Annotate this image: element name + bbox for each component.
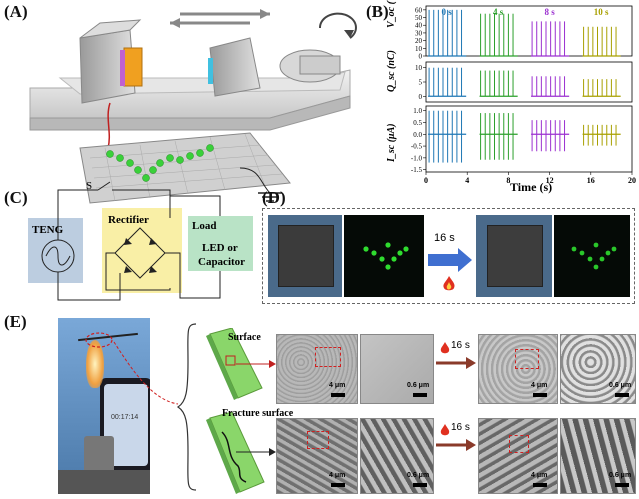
y-tick-label: 60 bbox=[415, 6, 423, 14]
time-label-e1: 16 s bbox=[451, 340, 470, 351]
panel-d-frame bbox=[262, 208, 635, 304]
fabric-photo-before bbox=[268, 215, 342, 297]
fabric-photo-after bbox=[476, 215, 552, 297]
y-tick-label: 40 bbox=[415, 22, 423, 30]
capacitor-label: Capacitor bbox=[198, 256, 246, 268]
x-tick-label: 20 bbox=[628, 176, 636, 185]
panel-c-label: (C) bbox=[4, 188, 28, 207]
x-tick-label: 8 bbox=[506, 176, 510, 185]
sem-surface-after-06um: 0.6 μm bbox=[560, 334, 636, 404]
scale-06um-4: 0.6 μm bbox=[609, 472, 632, 479]
led-label: LED or bbox=[202, 242, 238, 254]
sem-fracture-after-4um: 4 μm bbox=[478, 418, 558, 494]
y-tick-label: 20 bbox=[415, 37, 423, 45]
scale-4um-3: 4 μm bbox=[329, 472, 346, 479]
y-tick-label: 10 bbox=[415, 64, 423, 72]
qsc-axis-label: Q_sc (nC) bbox=[386, 50, 397, 92]
y-tick-label: 0.0 bbox=[413, 131, 422, 139]
led-photo-before bbox=[344, 215, 424, 297]
y-tick-label: -0.5 bbox=[411, 143, 423, 151]
x-tick-label: 12 bbox=[546, 176, 554, 185]
scale-4um-2: 4 μm bbox=[531, 382, 548, 389]
time-axis-label: Time (s) bbox=[510, 180, 553, 194]
sem-fracture-after-06um: 0.6 μm bbox=[560, 418, 636, 494]
x-tick-label: 16 bbox=[587, 176, 595, 185]
time-label-d: 16 s bbox=[434, 232, 455, 244]
flame-test-photo: 00:17:14 bbox=[58, 318, 150, 494]
sem-surface-after-4um: 4 μm bbox=[478, 334, 558, 404]
fracture-surface-label: Fracture surface bbox=[222, 408, 294, 419]
circuit-diagram bbox=[28, 181, 253, 301]
scale-06um-1: 0.6 μm bbox=[407, 382, 430, 389]
y-tick-label: 10 bbox=[415, 45, 423, 53]
voc-axis-label: V_oc (V) bbox=[386, 0, 397, 28]
segment-time-label: 0 s bbox=[441, 7, 452, 17]
dashed-connector bbox=[113, 341, 179, 405]
panel-d-label: (D) bbox=[262, 188, 286, 207]
orange-pad bbox=[123, 47, 143, 87]
teng-label: TENG bbox=[32, 224, 64, 236]
segment-time-label: 4 s bbox=[493, 7, 504, 17]
panel-e-label: (E) bbox=[4, 312, 27, 331]
y-tick-label: 1.0 bbox=[413, 107, 422, 115]
time-label-e2: 16 s bbox=[451, 422, 470, 433]
panel-b-label: (B) bbox=[366, 2, 389, 21]
phone-timer: 00:17:14 bbox=[111, 414, 139, 421]
load-label: Load bbox=[192, 220, 217, 232]
subplot-frame bbox=[425, 5, 633, 57]
isc-axis-label: I_sc (μA) bbox=[386, 123, 397, 162]
y-tick-label: -1.0 bbox=[411, 154, 423, 162]
right-arrow-icon bbox=[428, 248, 472, 272]
y-tick-label: -1.5 bbox=[411, 166, 423, 174]
scale-06um-2: 0.6 μm bbox=[609, 382, 632, 389]
led-photo-after bbox=[554, 215, 630, 297]
sem-fracture-before-4um: 4 μm bbox=[276, 418, 358, 494]
y-tick-label: 0 bbox=[419, 93, 423, 101]
x-tick-label: 4 bbox=[465, 176, 469, 185]
scale-4um-1: 4 μm bbox=[329, 382, 346, 389]
y-tick-label: 30 bbox=[415, 29, 423, 37]
load-box bbox=[188, 216, 253, 271]
scale-4um-4: 4 μm bbox=[531, 472, 548, 479]
sem-surface-before-06um: 0.6 μm bbox=[360, 334, 434, 404]
switch-label: S bbox=[86, 180, 93, 192]
x-tick-label: 0 bbox=[424, 176, 428, 185]
segment-time-label: 10 s bbox=[594, 7, 609, 17]
leds-lit bbox=[106, 144, 214, 182]
y-tick-label: 0.5 bbox=[413, 119, 422, 127]
brace bbox=[176, 323, 197, 491]
scale-06um-3: 0.6 μm bbox=[407, 472, 430, 479]
y-tick-label: 0 bbox=[419, 53, 423, 61]
rectifier-box bbox=[102, 208, 182, 293]
segment-time-label: 8 s bbox=[544, 7, 555, 17]
sem-surface-before-4um: 4 μm bbox=[276, 334, 358, 404]
sample-highlight-circle bbox=[85, 332, 113, 348]
panel-a-label: (A) bbox=[4, 2, 28, 21]
sem-fracture-before-06um: 0.6 μm bbox=[360, 418, 434, 494]
y-tick-label: 5 bbox=[419, 79, 423, 87]
surface-schematic bbox=[206, 328, 263, 400]
flame-icon bbox=[443, 276, 455, 291]
subplot-frame bbox=[425, 105, 633, 173]
y-tick-label: 50 bbox=[415, 14, 423, 22]
teng-device-illustration bbox=[29, 9, 357, 204]
rectifier-label: Rectifier bbox=[108, 214, 149, 226]
surface-label: Surface bbox=[228, 332, 261, 343]
